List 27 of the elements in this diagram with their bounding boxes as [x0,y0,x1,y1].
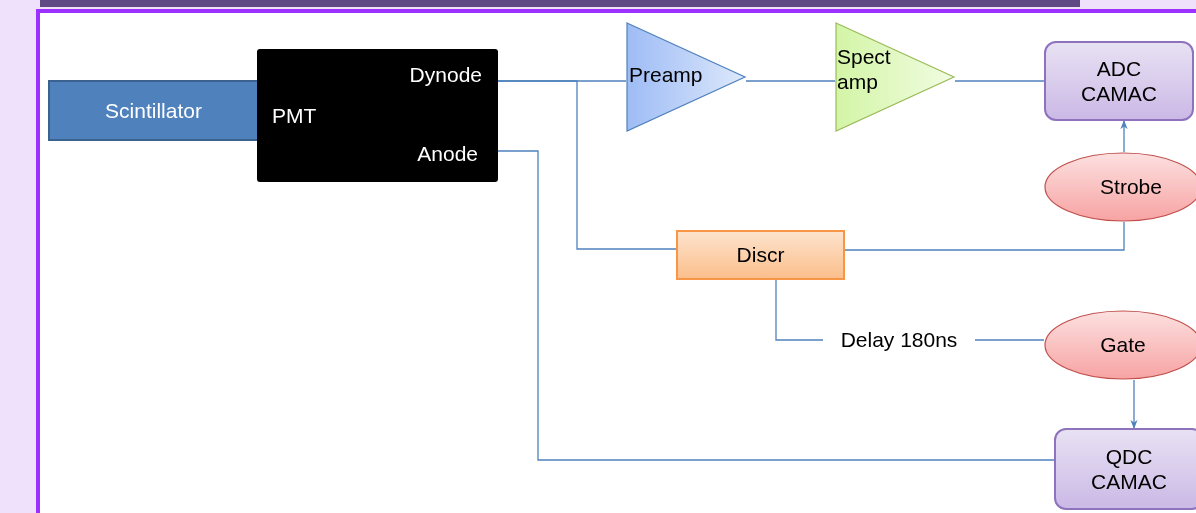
connector-line [497,80,677,250]
connector-line [1130,379,1138,429]
node-label: QDC CAMAC [1090,443,1168,495]
node-label: Discr [736,242,785,268]
connector-line [974,339,1045,341]
pmt-box [257,49,498,182]
node-label: Scintillator [105,97,202,124]
connector-line [1120,120,1128,153]
amplifier-triangle [626,22,746,132]
connector-line [844,221,1125,251]
node-label: ADC CAMAC [1080,55,1158,107]
node-label: Preamp [629,62,703,88]
qdc-module-box [1054,428,1196,510]
node-label: Gate [1100,332,1146,358]
node-label: PMT [272,103,317,129]
port-label: Anode [417,141,478,167]
connector-line [745,80,836,82]
node-label: Spect amp [837,44,892,95]
node-label: Strobe [1100,174,1162,200]
connector-line [775,279,824,341]
port-label: Dynode [409,62,482,88]
scintillator-box [48,80,259,141]
amplifier-triangle [835,22,955,132]
adc-module-box [1044,41,1194,121]
discriminator-box [676,230,845,280]
connector-line [497,150,1055,461]
connector-line [954,80,1045,82]
